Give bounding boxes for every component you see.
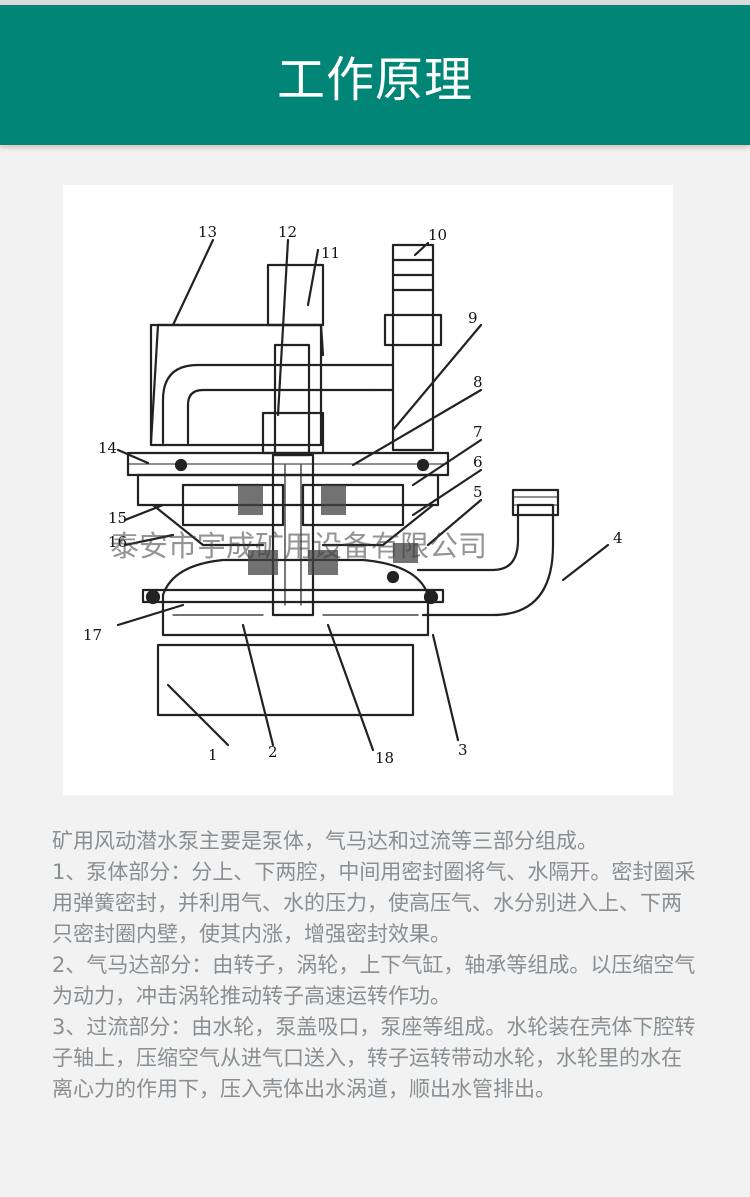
section-title: 工作原理 bbox=[276, 52, 473, 108]
part-label-8: 8 bbox=[473, 373, 483, 391]
flow-section-paragraph: 3、过流部分：由水轮，泵盖吸口，泵座等组成。水轮装在壳体下腔转子轴上，压缩空气从… bbox=[52, 1015, 696, 1101]
part-label-4: 4 bbox=[613, 529, 623, 547]
working-principle-text: 矿用风动潜水泵主要是泵体，气马达和过流等三部分组成。 1、泵体部分：分上、下两腔… bbox=[52, 826, 702, 1105]
part-label-9: 9 bbox=[468, 309, 478, 327]
part-label-16: 16 bbox=[108, 533, 127, 551]
part-label-7: 7 bbox=[473, 423, 483, 441]
part-label-1: 1 bbox=[208, 746, 218, 764]
part-label-10: 10 bbox=[428, 226, 447, 244]
part-label-5: 5 bbox=[473, 483, 483, 501]
intro-paragraph: 矿用风动潜水泵主要是泵体，气马达和过流等三部分组成。 bbox=[52, 829, 598, 853]
top-border bbox=[0, 0, 750, 5]
part-label-14: 14 bbox=[98, 439, 117, 457]
part-label-15: 15 bbox=[108, 509, 127, 527]
part-label-18: 18 bbox=[375, 749, 394, 767]
air-motor-paragraph: 2、气马达部分：由转子，涡轮，上下气缸，轴承等组成。以压缩空气为动力，冲击涡轮推… bbox=[52, 953, 696, 1008]
pump-body-paragraph: 1、泵体部分：分上、下两腔，中间用密封圈将气、水隔开。密封圈采用弹簧密封，并利用… bbox=[52, 860, 696, 946]
section-header: 工作原理 bbox=[0, 5, 750, 145]
part-label-17: 17 bbox=[83, 626, 102, 644]
part-label-11: 11 bbox=[321, 244, 340, 262]
part-label-12: 12 bbox=[278, 223, 297, 241]
part-label-6: 6 bbox=[473, 453, 483, 471]
part-label-3: 3 bbox=[458, 741, 468, 759]
pump-cross-section-diagram: 13 12 11 10 9 8 7 6 5 4 14 15 16 17 1 2 … bbox=[83, 223, 623, 767]
company-watermark: 泰安市宇成矿用设备有限公司 bbox=[110, 529, 488, 563]
part-label-13: 13 bbox=[198, 223, 217, 241]
part-label-2: 2 bbox=[268, 743, 278, 761]
pump-diagram-card: 13 12 11 10 9 8 7 6 5 4 14 15 16 17 1 2 … bbox=[63, 185, 673, 795]
